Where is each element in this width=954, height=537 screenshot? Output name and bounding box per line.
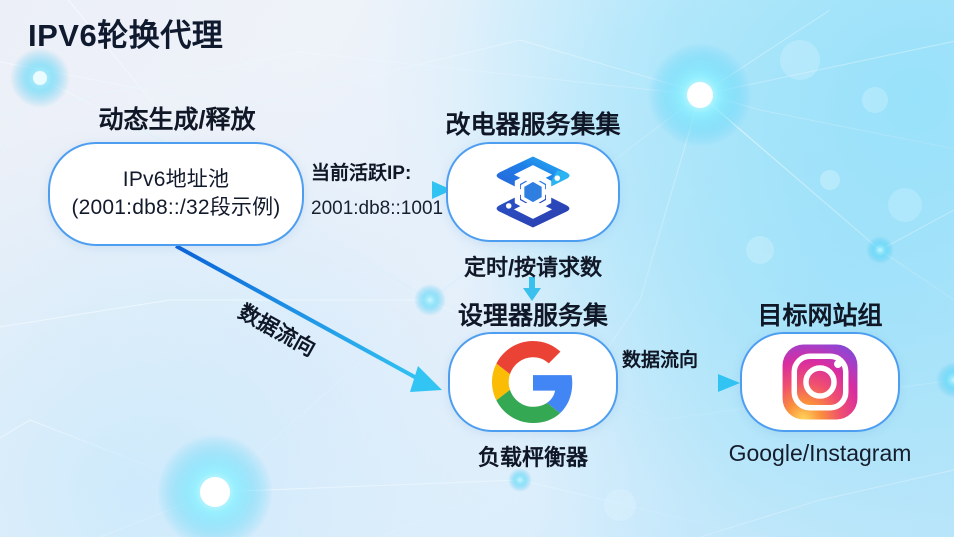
arrow-pool-to-balancer [175, 244, 442, 392]
rotator-caption-bottom: 定时/按请求数 [463, 255, 603, 280]
arrow-pool-to-rotator [303, 181, 452, 199]
arrow-balancer-to-targets [618, 374, 740, 392]
instagram-icon [781, 343, 859, 421]
node-rotator-service[interactable] [446, 142, 620, 242]
rotator-caption-top: 改电器服务集集 [445, 111, 621, 139]
targets-caption-bottom: Google/Instagram [728, 440, 912, 466]
active-ip-label-top: 当前活跃IP: [311, 163, 412, 184]
pool-line-2: (2001:db8::/32段示例) [71, 196, 281, 219]
balancer-to-targets-label: 数据流向 [622, 350, 699, 371]
network-node-glows [10, 43, 954, 537]
active-ip-label-bottom: 2001:db8::1001 [311, 198, 444, 219]
node-load-balancer[interactable] [448, 332, 618, 432]
pool-line-1: IPv6地址池 [122, 168, 230, 192]
page-title: IPV6轮换代理 [28, 18, 224, 53]
targets-caption-top: 目标网站组 [757, 302, 883, 330]
balancer-caption-bottom: 负载枰衡器 [477, 445, 588, 470]
node-ipv6-pool[interactable]: IPv6地址池 (2001:db8::/32段示例) [48, 142, 304, 246]
arrow-rotator-to-balancer [523, 277, 541, 301]
node-target-sites[interactable] [740, 332, 900, 432]
layered-hexagon-icon [489, 153, 577, 231]
google-g-icon [492, 341, 574, 423]
balancer-caption-top: 设理器服务集 [457, 302, 608, 330]
pool-box-text: IPv6地址池 (2001:db8::/32段示例) [71, 166, 280, 221]
pool-caption-top: 动态生成/释放 [98, 106, 256, 134]
